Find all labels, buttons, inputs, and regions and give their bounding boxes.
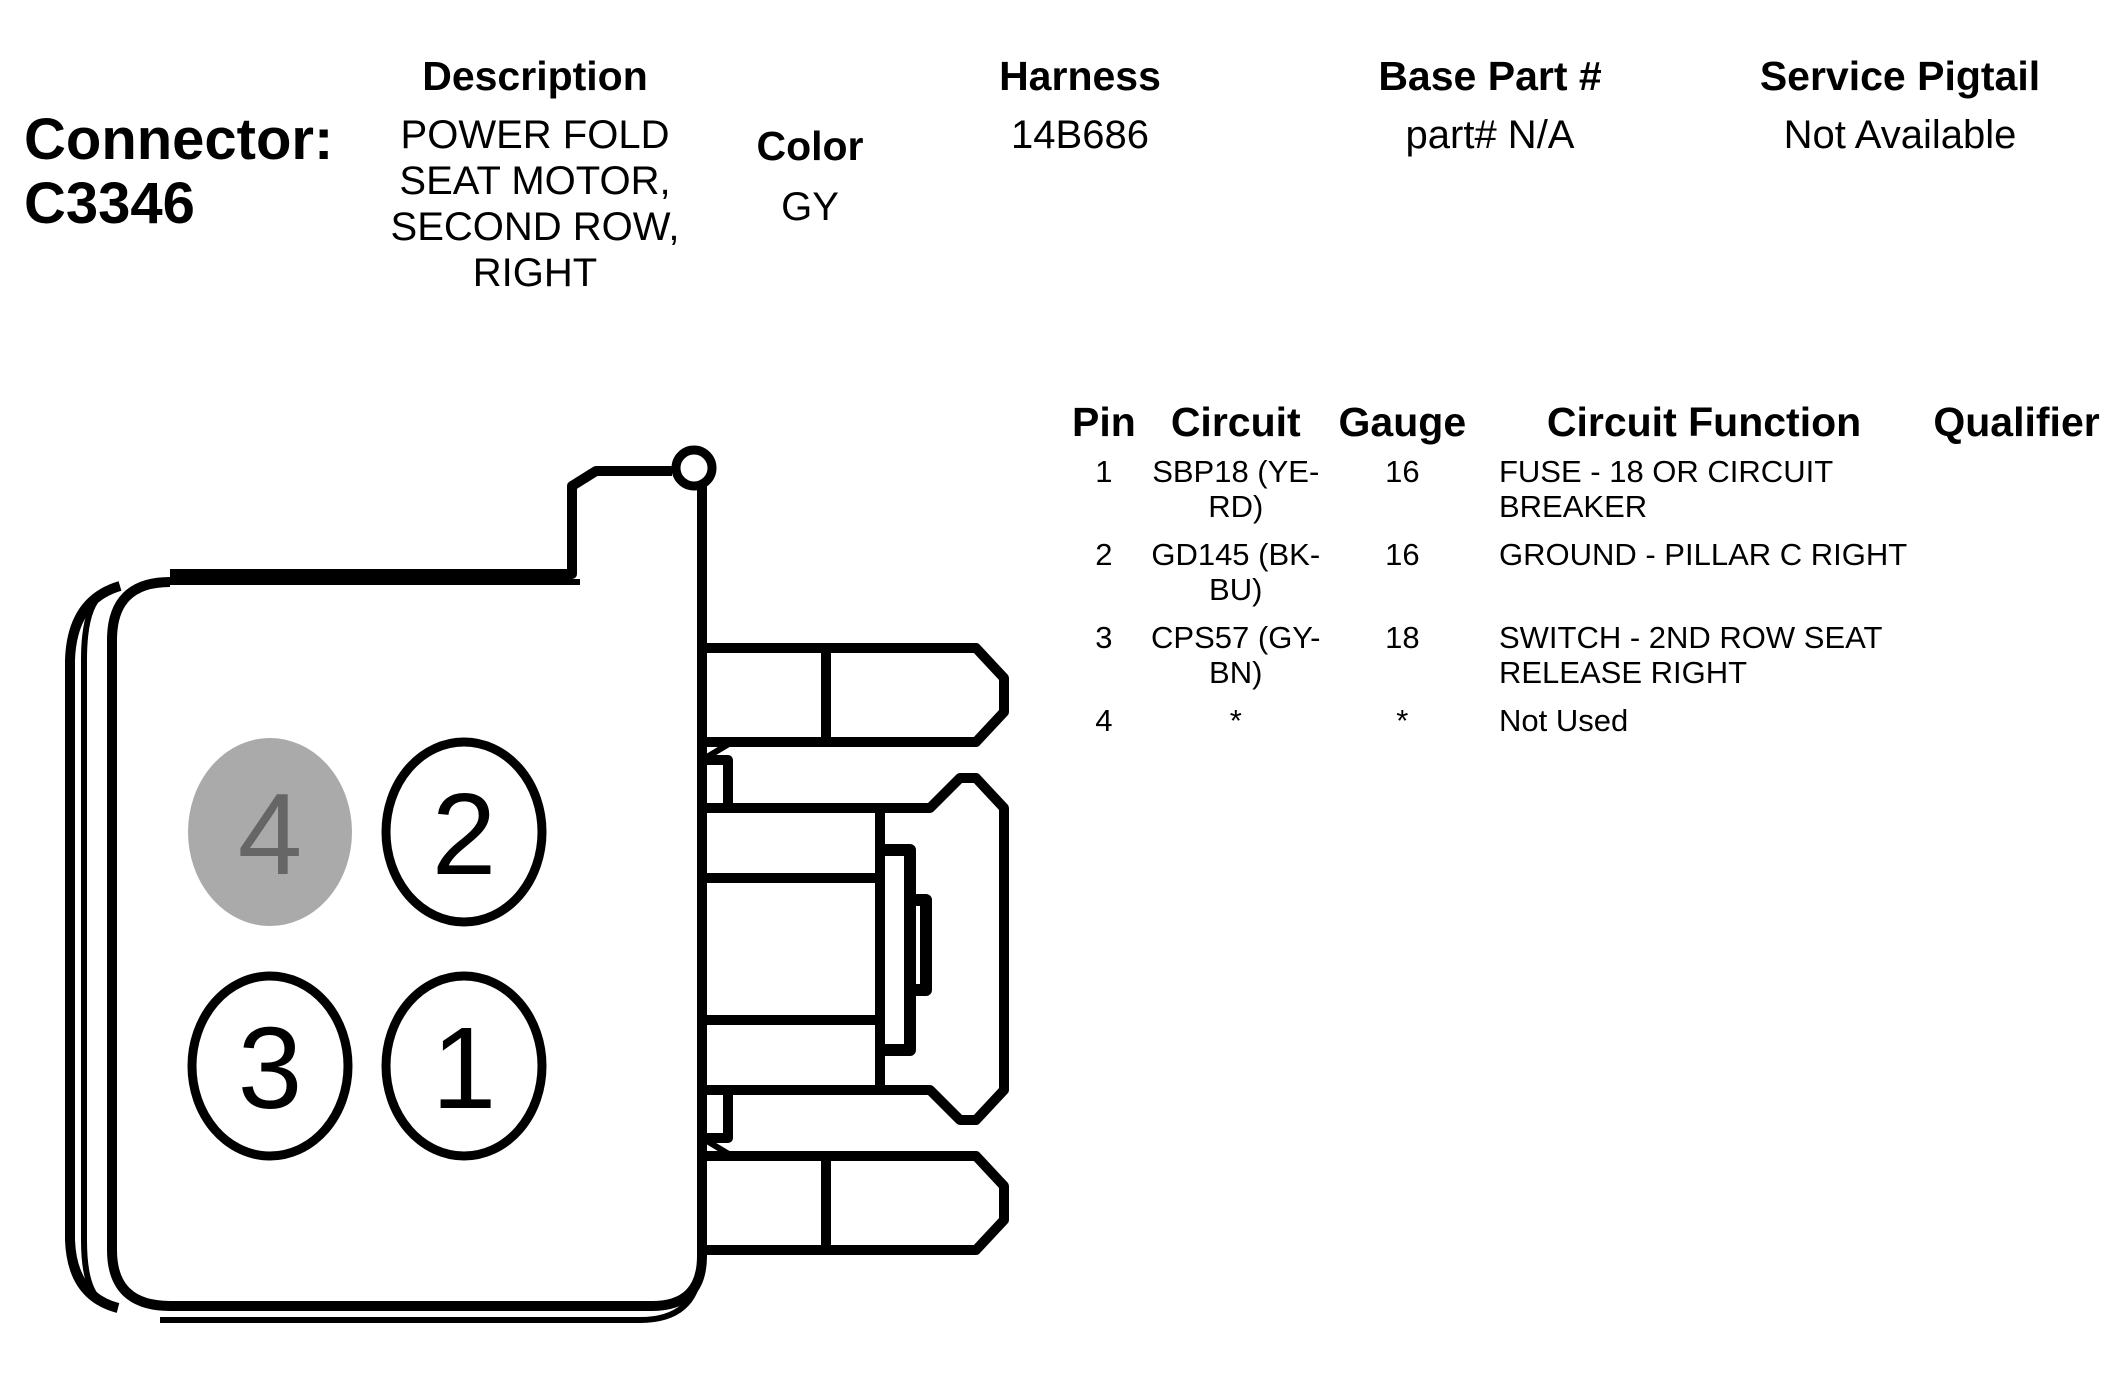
circuit-cell: CPS57 (GY- BN) xyxy=(1148,620,1324,703)
function-line: BREAKER xyxy=(1498,489,1648,524)
pin-cavity-3: 3 xyxy=(187,971,353,1161)
pin-1-circle xyxy=(381,971,547,1161)
pin-2-circle xyxy=(381,737,547,927)
description-value: POWER FOLD SEAT MOTOR, SECOND ROW, RIGHT xyxy=(370,112,700,296)
circuit-cell: * xyxy=(1148,703,1324,751)
table-row: 1 SBP18 (YE- RD) 16 FUSE - 18 OR CIRCUIT… xyxy=(1060,454,2106,537)
qualifier-cell xyxy=(1927,703,2106,751)
description-line: RIGHT xyxy=(472,251,598,295)
circuit-line: RD) xyxy=(1208,489,1264,524)
column-header-qualifier: Qualifier xyxy=(1933,399,2100,445)
pin-table: Pin Circuit Gauge Circuit Function Quali… xyxy=(1060,398,2106,751)
gauge-cell: * xyxy=(1396,703,1409,738)
pin-cavity-2: 2 xyxy=(381,737,547,927)
column-header-pin: Pin xyxy=(1072,399,1136,445)
pin-cavities: 4 2 3 1 xyxy=(187,737,547,1161)
description-heading: Description xyxy=(422,53,648,99)
pin-1-label: 1 xyxy=(432,1003,497,1133)
pin-cell: 4 xyxy=(1095,703,1113,738)
circuit-line: BU) xyxy=(1209,572,1263,607)
function-line: Not Used xyxy=(1498,703,1629,738)
circuit-cell: GD145 (BK- BU) xyxy=(1148,537,1324,620)
description-line: POWER FOLD xyxy=(400,113,670,157)
description-line: SECOND ROW, xyxy=(390,205,680,249)
harness-heading: Harness xyxy=(999,53,1161,99)
column-header-circuit: Circuit xyxy=(1170,399,1301,445)
pin-cavity-4: 4 xyxy=(188,738,352,926)
pin-cell: 3 xyxy=(1095,620,1113,655)
harness-value: 14B686 xyxy=(1011,113,1149,157)
function-cell: SWITCH - 2ND ROW SEAT RELEASE RIGHT xyxy=(1481,620,1927,703)
color-heading: Color xyxy=(756,123,864,169)
gauge-cell: 18 xyxy=(1385,620,1420,655)
table-row: 4 * * Not Used xyxy=(1060,703,2106,751)
pin-3-circle xyxy=(187,971,353,1161)
function-line: FUSE - 18 OR CIRCUIT xyxy=(1498,454,1834,489)
connector-outline xyxy=(65,445,1009,1323)
pin-cell: 1 xyxy=(1095,454,1113,489)
function-line: SWITCH - 2ND ROW SEAT xyxy=(1498,620,1883,655)
table-row: 3 CPS57 (GY- BN) 18 SWITCH - 2ND ROW SEA… xyxy=(1060,620,2106,703)
function-line: RELEASE RIGHT xyxy=(1498,655,1748,690)
column-header-circuit-function: Circuit Function xyxy=(1546,399,1862,445)
base-part-value: part# N/A xyxy=(1405,113,1575,157)
pin-3-label: 3 xyxy=(238,1003,303,1133)
pin-cell: 2 xyxy=(1095,537,1113,572)
pin-cavity-1: 1 xyxy=(381,971,547,1161)
circuit-cell: SBP18 (YE- RD) xyxy=(1148,454,1324,537)
qualifier-cell xyxy=(1927,537,2106,620)
pin-4-unused-circle xyxy=(188,738,352,926)
connector-face-diagram: 4 2 3 1 xyxy=(65,445,1009,1323)
pin-2-label: 2 xyxy=(432,769,497,899)
connector-label: Connector: xyxy=(24,107,334,172)
service-pigtail-value: Not Available xyxy=(1783,113,2017,157)
description-line: SEAT MOTOR, xyxy=(399,159,671,203)
circuit-line: SBP18 (YE- xyxy=(1152,454,1320,489)
base-part-heading: Base Part # xyxy=(1378,53,1602,99)
circuit-line: BN) xyxy=(1209,655,1263,690)
circuit-line: GD145 (BK- xyxy=(1151,537,1321,572)
qualifier-cell xyxy=(1927,620,2106,703)
connector-title: Connector: C3346 xyxy=(24,108,333,236)
qualifier-cell xyxy=(1927,454,2106,537)
table-row: 2 GD145 (BK- BU) 16 GROUND - PILLAR C RI… xyxy=(1060,537,2106,620)
pin-table-header: Pin Circuit Gauge Circuit Function Quali… xyxy=(1060,398,2106,454)
gauge-cell: 16 xyxy=(1385,454,1420,489)
function-line: GROUND - PILLAR C RIGHT xyxy=(1498,537,1908,572)
connector-id: C3346 xyxy=(24,171,195,236)
circuit-line: * xyxy=(1229,703,1242,738)
color-value: GY xyxy=(781,185,839,229)
circuit-line: CPS57 (GY- xyxy=(1151,620,1321,655)
function-cell: Not Used xyxy=(1481,703,1927,751)
column-header-gauge: Gauge xyxy=(1338,399,1467,445)
pin-4-label: 4 xyxy=(238,769,303,899)
gauge-cell: 16 xyxy=(1385,537,1420,572)
function-cell: FUSE - 18 OR CIRCUIT BREAKER xyxy=(1481,454,1927,537)
service-pigtail-heading: Service Pigtail xyxy=(1759,53,2041,99)
function-cell: GROUND - PILLAR C RIGHT xyxy=(1481,537,1927,620)
